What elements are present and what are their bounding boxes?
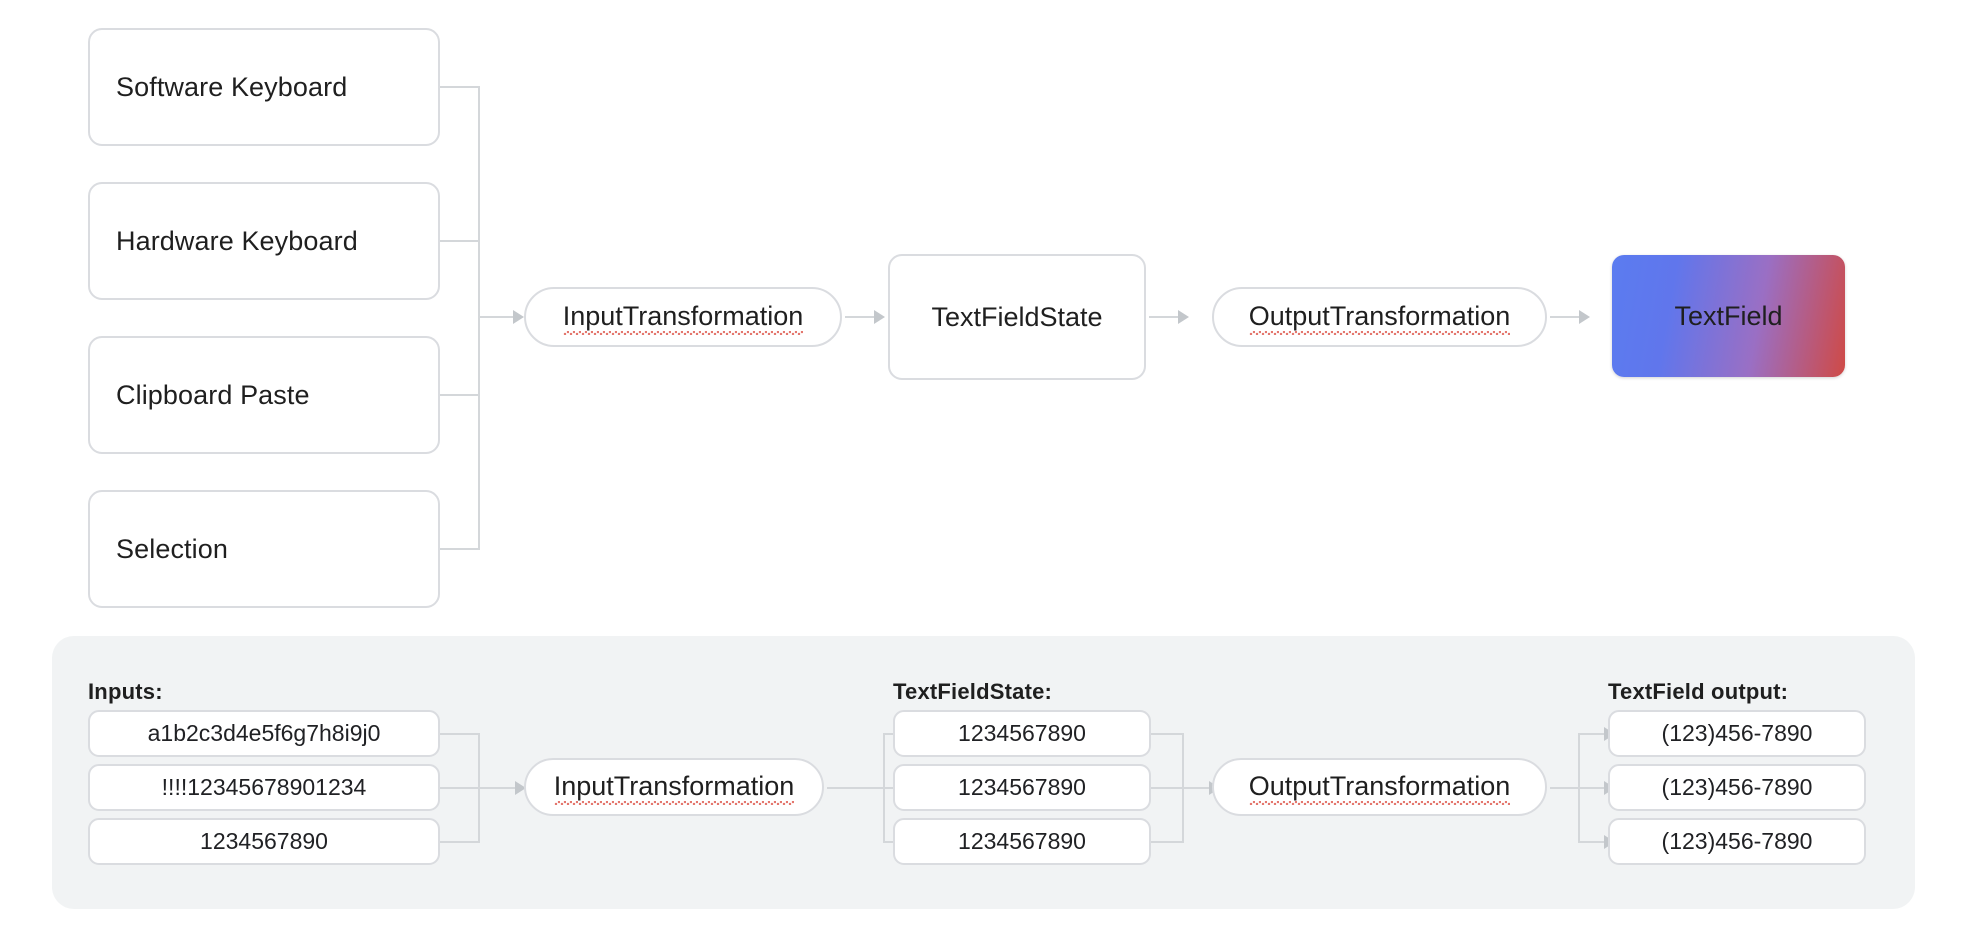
panel-node-label: InputTransformation	[553, 771, 795, 805]
connector-stub-input-1	[440, 733, 480, 735]
source-box-selection: Selection	[88, 490, 440, 608]
arrow-output-to-textfield	[1579, 310, 1590, 324]
source-label: Selection	[116, 533, 228, 564]
state-value-2: 1234567890	[893, 764, 1151, 811]
connector-stub-state-1	[1151, 733, 1184, 735]
input-value-2: !!!!12345678901234	[88, 764, 440, 811]
arrow-sources-to-input-transformation	[513, 310, 524, 324]
panel-node-label: OutputTransformation	[1248, 771, 1511, 805]
source-box-clipboard-paste: Clipboard Paste	[88, 336, 440, 454]
column-title-inputs: Inputs:	[88, 679, 163, 704]
connector-stub-state-2	[1151, 787, 1184, 789]
source-label: Software Keyboard	[116, 71, 348, 102]
source-box-hardware-keyboard: Hardware Keyboard	[88, 182, 440, 300]
connector-it-out	[827, 787, 885, 789]
node-textfieldstate: TextFieldState	[888, 254, 1146, 380]
source-label: Clipboard Paste	[116, 379, 310, 410]
column-title-textfield-output: TextField output:	[1608, 679, 1789, 704]
connector-output-in-2	[1578, 787, 1606, 789]
connector-stub-input-2	[440, 787, 480, 789]
node-label: TextField	[1674, 300, 1783, 331]
state-value-3: 1234567890	[893, 818, 1151, 865]
connector-bus-inputs-out	[478, 787, 518, 789]
source-label: Hardware Keyboard	[116, 225, 358, 256]
node-label: TextFieldState	[931, 301, 1103, 332]
connector-stub-input-3	[440, 841, 480, 843]
connector-bus-state-out-line	[1182, 787, 1212, 789]
connector-state-to-output	[1149, 316, 1181, 318]
connector-ot-out	[1550, 787, 1580, 789]
column-title-textfieldstate: TextFieldState:	[893, 679, 1053, 704]
arrow-input-to-state	[874, 310, 885, 324]
state-value-1: 1234567890	[893, 710, 1151, 757]
connector-bus-sources	[478, 86, 480, 550]
node-output-transformation: OutputTransformation	[1212, 287, 1547, 347]
input-value-1: a1b2c3d4e5f6g7h8i9j0	[88, 710, 440, 757]
connector-input-to-state	[845, 316, 877, 318]
connector-stub-source-2	[440, 240, 480, 242]
connector-stub-source-1	[440, 86, 480, 88]
connector-stub-source-4	[440, 548, 480, 550]
node-label: InputTransformation	[562, 301, 804, 335]
connector-output-to-textfield	[1550, 316, 1582, 318]
node-textfield: TextField	[1612, 255, 1845, 377]
source-box-software-keyboard: Software Keyboard	[88, 28, 440, 146]
output-value-2: (123)456-7890	[1608, 764, 1866, 811]
panel-node-input-transformation: InputTransformation	[524, 758, 824, 816]
output-value-3: (123)456-7890	[1608, 818, 1866, 865]
arrow-state-to-output	[1178, 310, 1189, 324]
panel-node-output-transformation: OutputTransformation	[1212, 758, 1547, 816]
connector-output-in-3	[1578, 841, 1606, 843]
input-value-3: 1234567890	[88, 818, 440, 865]
connector-stub-source-3	[440, 394, 480, 396]
node-label: OutputTransformation	[1248, 301, 1511, 335]
connector-output-in-1	[1578, 733, 1606, 735]
connector-bus-out	[478, 316, 516, 318]
connector-stub-state-3	[1151, 841, 1184, 843]
arrow-inputs-to-input-transformation	[515, 781, 526, 795]
output-value-1: (123)456-7890	[1608, 710, 1866, 757]
node-input-transformation: InputTransformation	[524, 287, 842, 347]
